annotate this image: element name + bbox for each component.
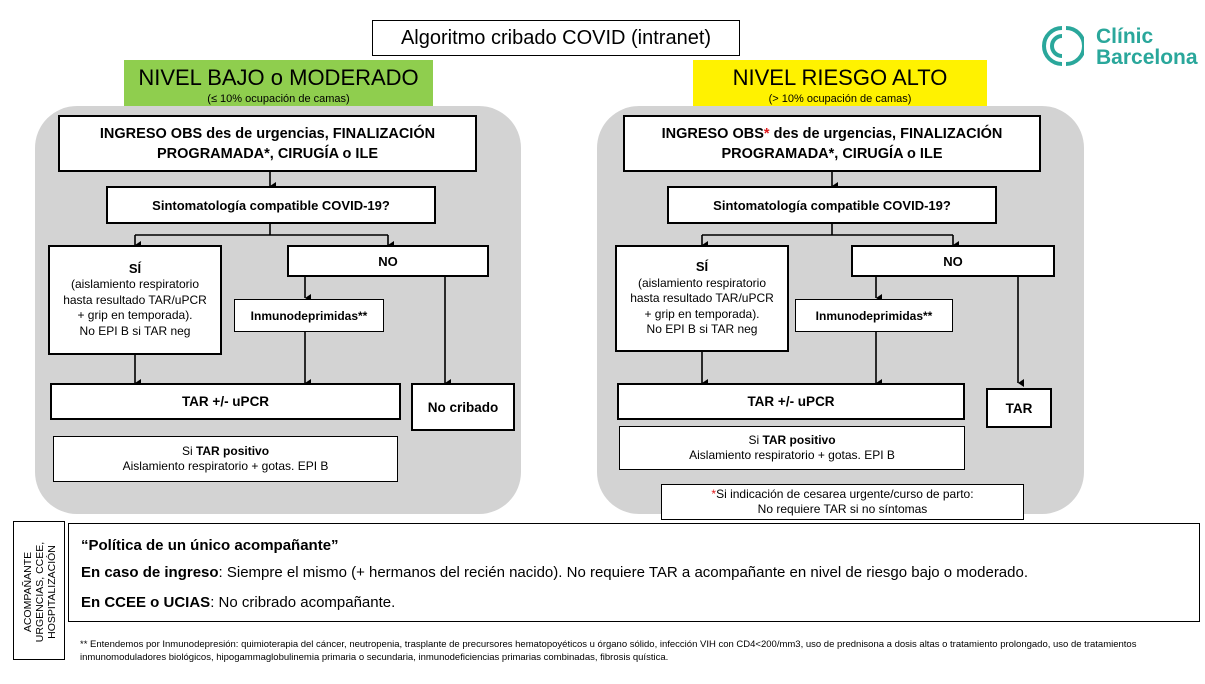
level-low-subtitle: (≤ 10% ocupación de camas) [207,93,350,105]
right-inmunodeprimidas-text: Inmunodeprimidas** [815,308,933,323]
right-sintomatologia-box: Sintomatología compatible COVID-19? [667,186,997,224]
left-si-line: hasta resultado TAR/uPCR [63,292,207,307]
logo-line2: Barcelona [1096,46,1198,69]
acompanante-side-text: ACOMPAÑANTE URGENCIAS, CCEE, HOSPITALIZA… [22,523,58,662]
right-si-title: SÍ [695,259,709,275]
right-cesarea-note-box: *Si indicación de cesarea urgente/curso … [661,484,1024,520]
logo-mark-icon [1042,26,1084,66]
left-result-bold: TAR positivo [195,444,270,458]
clinic-barcelona-logo: Clínic Barcelona [1040,24,1200,68]
page-title: Algoritmo cribado COVID (intranet) [372,20,740,56]
right-si-line: (aislamiento respiratorio [637,275,767,290]
policy-heading: “Política de un único acompañante” [81,537,339,554]
left-ingreso-line2: PROGRAMADA*, CIRUGÍA o ILE [157,145,378,162]
footnote-inmunodepresion: ** Entendemos por Inmunodepresión: quimi… [80,639,1137,663]
side-label-line: ACOMPAÑANTE [22,551,34,633]
policy-line-ccee-text: : No cribrado acompañante. [210,594,396,611]
policy-box: “Política de un único acompañante” En ca… [68,523,1200,622]
logo-line1: Clínic [1096,25,1154,48]
policy-line-ingreso: En caso de ingreso: Siempre el mismo (+ … [81,558,1187,588]
right-si-line: + grip en temporada). [644,306,760,321]
right-inmunodeprimidas-box: Inmunodeprimidas** [795,299,953,332]
policy-line-ccee-bold: En CCEE o UCIAS [81,594,211,611]
left-si-title: SÍ [128,260,142,276]
right-result-prefix: Si [748,433,763,447]
left-no-box: NO [287,245,489,277]
policy-line-ingreso-bold: En caso de ingreso [81,564,219,581]
right-tar-only-text: TAR [1005,400,1033,416]
right-si-line: No EPI B si TAR neg [646,322,758,337]
left-result-line1: Si TAR positivo [182,444,269,459]
right-ingreso-a: INGRESO OBS [661,125,764,142]
left-ingreso-box: INGRESO OBS des de urgencias, FINALIZACI… [58,115,477,172]
right-result-box: Si TAR positivo Aislamiento respiratorio… [619,426,965,470]
acompanante-side-label: ACOMPAÑANTE URGENCIAS, CCEE, HOSPITALIZA… [13,521,65,660]
right-ingreso-box: INGRESO OBS* des de urgencias, FINALIZAC… [623,115,1041,172]
left-result-prefix: Si [181,444,196,458]
right-cesarea-note-star: * [711,487,717,501]
left-sintomatologia-box: Sintomatología compatible COVID-19? [106,186,436,224]
right-cesarea-note-text1: Si indicación de cesarea urgente/curso d… [716,487,974,501]
level-high-header: NIVEL RIESGO ALTO (> 10% ocupación de ca… [693,60,987,112]
right-cesarea-note-line1: *Si indicación de cesarea urgente/curso … [711,487,973,502]
right-result-line1: Si TAR positivo [748,433,835,448]
left-inmunodeprimidas-box: Inmunodeprimidas** [234,299,384,332]
right-si-line: hasta resultado TAR/uPCR [630,291,774,306]
right-tar-box: TAR +/- uPCR [617,383,965,420]
side-label-line: HOSPITALIZACIÓN [46,545,58,639]
left-si-line: (aislamiento respiratorio [70,277,200,292]
left-si-line: No EPI B si TAR neg [79,323,191,338]
level-high-subtitle: (> 10% ocupación de camas) [768,93,912,105]
policy-line-ingreso-text: : Siempre el mismo (+ hermanos del recié… [218,564,1029,581]
left-ingreso-line1: INGRESO OBS des de urgencias, FINALIZACI… [99,125,436,142]
right-ingreso-line2: PROGRAMADA*, CIRUGÍA o ILE [721,145,943,162]
level-low-title: NIVEL BAJO o MODERADO [138,65,419,90]
right-tar-only-box: TAR [986,388,1052,428]
level-low-header: NIVEL BAJO o MODERADO (≤ 10% ocupación d… [124,60,433,112]
policy-line-ccee: En CCEE o UCIAS: No cribrado acompañante… [81,588,1187,618]
right-result-bold: TAR positivo [762,433,836,447]
left-tar-text: TAR +/- uPCR [181,394,270,409]
right-cesarea-note-line2: No requiere TAR si no síntomas [757,502,928,516]
right-result-line2: Aislamiento respiratorio + gotas. EPI B [689,448,895,462]
left-sintomatologia-text: Sintomatología compatible COVID-19? [152,197,390,213]
left-inmunodeprimidas-text: Inmunodeprimidas** [250,308,368,323]
left-result-line2: Aislamiento respiratorio + gotas. EPI B [122,459,329,473]
left-tar-box: TAR +/- uPCR [50,383,401,420]
left-nocribado-box: No cribado [411,383,515,431]
right-no-box: NO [851,245,1055,277]
right-tar-text: TAR +/- uPCR [747,394,835,409]
left-si-line: + grip en temporada). [77,308,193,323]
right-sintomatologia-text: Sintomatología compatible COVID-19? [713,197,951,213]
left-result-box: Si TAR positivo Aislamiento respiratorio… [53,436,398,482]
side-label-line: URGENCIAS, CCEE, [34,541,46,643]
left-si-box: SÍ (aislamiento respiratorio hasta resul… [48,245,222,355]
right-no-label: NO [943,253,963,269]
right-ingreso-line1: INGRESO OBS* des de urgencias, FINALIZAC… [662,124,1003,144]
page-title-text: Algoritmo cribado COVID (intranet) [400,26,712,49]
right-si-box: SÍ (aislamiento respiratorio hasta resul… [615,245,789,352]
right-ingreso-star: * [763,125,770,142]
left-nocribado-text: No cribado [427,399,499,415]
left-no-label: NO [378,253,398,269]
right-ingreso-b: des de urgencias, FINALIZACIÓN [769,125,1003,142]
level-high-title: NIVEL RIESGO ALTO [732,65,948,90]
